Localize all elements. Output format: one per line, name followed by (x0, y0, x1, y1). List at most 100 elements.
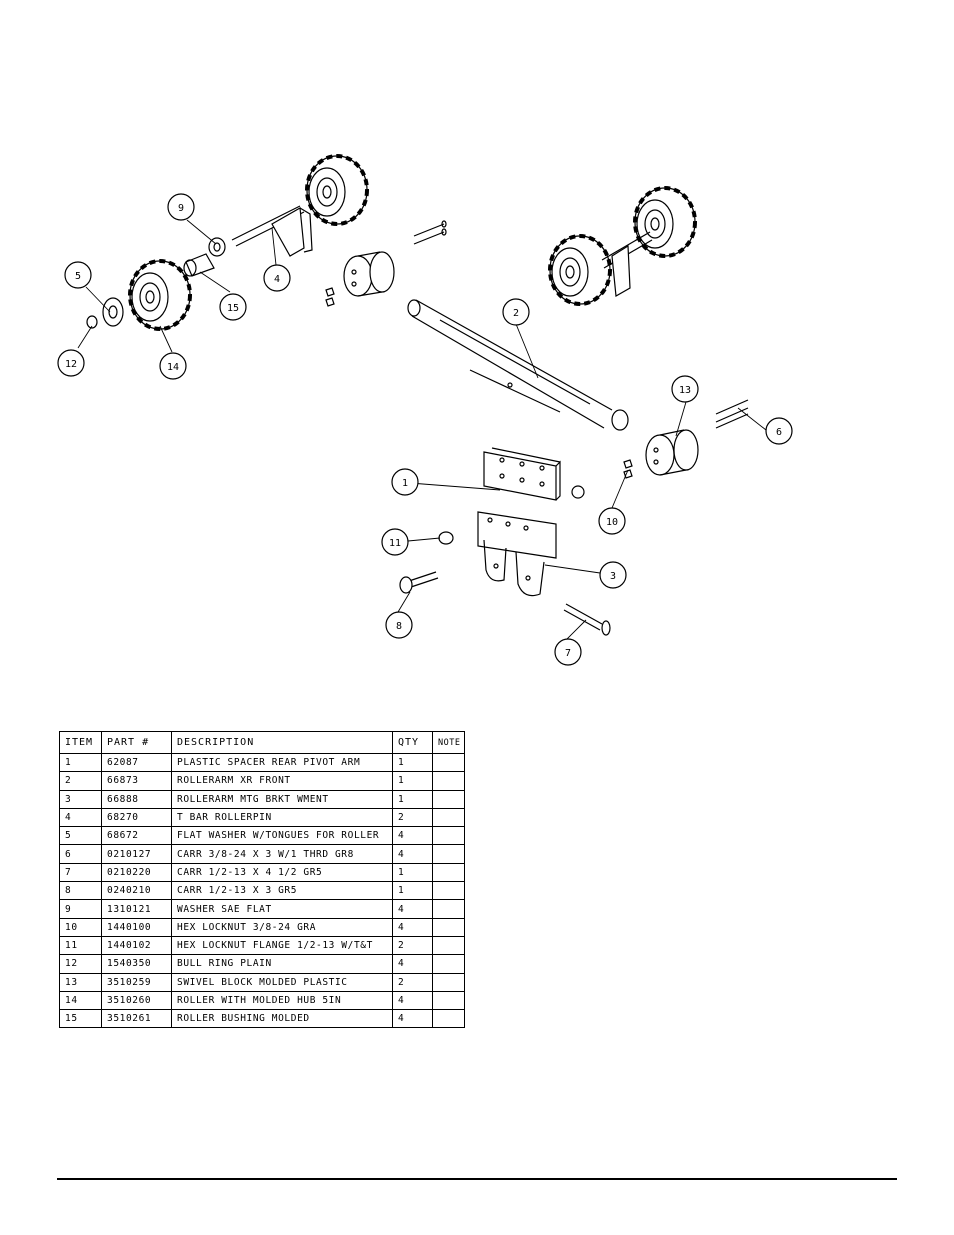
callout-1: 1 (391, 468, 419, 496)
header-description: DESCRIPTION (171, 731, 393, 754)
cell-part-number: 3510259 (101, 972, 172, 992)
cell-qty: 4 (392, 844, 433, 864)
cell-qty: 4 (392, 990, 433, 1011)
cell-item: 6 (59, 844, 102, 864)
cell-part-number: 1440100 (101, 917, 172, 937)
cell-note (432, 789, 465, 809)
cell-item: 7 (59, 862, 102, 883)
callout-13: 13 (671, 375, 699, 403)
washer-sae-flat (208, 237, 226, 257)
cell-description: WASHER SAE FLAT (171, 899, 393, 919)
svg-text:14: 14 (167, 362, 179, 373)
carr-bolts-top (413, 220, 447, 245)
cell-item: 5 (59, 826, 102, 846)
cell-part-number: 1540350 (101, 954, 172, 974)
flat-washer-tongues-hole (108, 305, 118, 319)
cell-description: PLASTIC SPACER REAR PIVOT ARM (171, 752, 393, 773)
cell-part-number: 1310121 (101, 899, 172, 919)
cell-item: 2 (59, 771, 102, 791)
cell-qty: 2 (392, 807, 433, 828)
svg-text:8: 8 (396, 621, 402, 632)
hex-locknuts (325, 287, 633, 545)
callout-3: 3 (599, 561, 627, 589)
cell-note (432, 771, 465, 791)
cell-part-number: 0240210 (101, 881, 172, 901)
cell-note (432, 862, 465, 883)
cell-part-number: 3510261 (101, 1009, 172, 1029)
cell-qty: 4 (392, 917, 433, 937)
swivel-block-top (343, 251, 395, 297)
swivel-block-bottom (645, 429, 699, 476)
cell-description: T BAR ROLLERPIN (171, 807, 393, 828)
svg-text:10: 10 (606, 517, 618, 528)
svg-text:12: 12 (65, 359, 77, 370)
cell-item: 15 (59, 1009, 102, 1029)
cell-part-number: 0210127 (101, 844, 172, 864)
carr-bolt-short (399, 571, 439, 594)
callout-5: 5 (64, 261, 92, 289)
callout-4: 4 (263, 264, 291, 292)
cell-description: HEX LOCKNUT FLANGE 1/2-13 W/T&T (171, 935, 393, 956)
cell-note (432, 844, 465, 864)
cell-note (432, 826, 465, 846)
cell-qty: 2 (392, 935, 433, 956)
cell-note (432, 807, 465, 828)
cell-item: 4 (59, 807, 102, 828)
plastic-spacer (483, 447, 561, 501)
svg-text:2: 2 (513, 308, 519, 319)
cell-part-number: 68672 (101, 826, 172, 846)
cell-part-number: 68270 (101, 807, 172, 828)
header-qty: QTY (392, 731, 433, 754)
cell-note (432, 990, 465, 1011)
callout-7: 7 (554, 638, 582, 666)
cell-note (432, 881, 465, 901)
washer-sae-flat-hole (213, 242, 221, 252)
cell-item: 3 (59, 789, 102, 809)
cell-item: 8 (59, 881, 102, 901)
cell-qty: 2 (392, 972, 433, 992)
t-bar-rollerpin (231, 205, 313, 257)
cell-description: BULL RING PLAIN (171, 954, 393, 974)
cell-description: ROLLERARM XR FRONT (171, 771, 393, 791)
cell-qty: 4 (392, 1009, 433, 1029)
svg-text:5: 5 (75, 271, 81, 282)
cell-description: CARR 1/2-13 X 4 1/2 GR5 (171, 862, 393, 883)
cell-description: CARR 1/2-13 X 3 GR5 (171, 881, 393, 901)
carr-bolts-right (715, 399, 749, 429)
rollerarm-xr-front (407, 299, 629, 431)
svg-text:13: 13 (679, 385, 691, 396)
header-note: NOTE (432, 731, 465, 754)
t-bar-rollerpin-right (601, 231, 653, 297)
cell-qty: 4 (392, 826, 433, 846)
cell-description: FLAT WASHER W/TONGUES FOR ROLLER (171, 826, 393, 846)
cell-part-number: 66873 (101, 771, 172, 791)
bull-ring (86, 315, 98, 329)
carr-bolt-long (563, 603, 611, 636)
cell-description: CARR 3/8-24 X 3 W/1 THRD GR8 (171, 844, 393, 864)
svg-text:6: 6 (776, 427, 782, 438)
cell-item: 1 (59, 752, 102, 773)
svg-text:11: 11 (389, 538, 401, 549)
cell-part-number: 66888 (101, 789, 172, 809)
callout-9: 9 (167, 193, 195, 221)
footer-rule (57, 1178, 897, 1180)
cell-qty: 1 (392, 862, 433, 883)
cell-note (432, 917, 465, 937)
leader-lines (77, 219, 767, 641)
cell-part-number: 62087 (101, 752, 172, 773)
cell-part-number: 1440102 (101, 935, 172, 956)
callout-11: 11 (381, 528, 409, 556)
cell-qty: 1 (392, 752, 433, 773)
roller-bushing (183, 253, 215, 277)
svg-text:4: 4 (274, 274, 280, 285)
